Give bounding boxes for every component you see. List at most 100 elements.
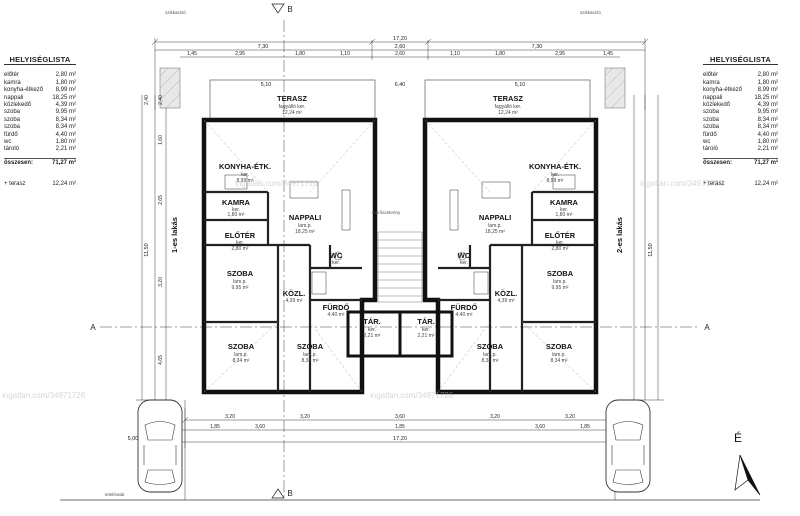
storage-right-name: TÁR. <box>417 317 435 326</box>
dim-unit-width-left: 7,30 <box>258 44 269 50</box>
area-table-title-right: HELYISÉGLISTA <box>703 56 778 66</box>
dim-segments-bottom: 3,20 <box>490 414 500 420</box>
room3-right-area: 8,34 m² <box>482 358 499 364</box>
wc-left-sub: ker. <box>332 260 340 266</box>
area-row-name: előtér <box>4 72 20 79</box>
pantry-right-sub: ker. <box>560 207 568 213</box>
area-row-value: 9,95 m² <box>757 109 778 116</box>
dim-segments-top: 1,80 <box>295 51 305 57</box>
storage-left-name: TÁR. <box>363 317 381 326</box>
area-table-total-value-right: 71,27 m² <box>753 159 778 166</box>
area-table-row: wc 1,80 m² <box>703 139 778 146</box>
dim-segments-top: 1,45 <box>603 51 613 57</box>
dim-overall-width: 17,20 <box>393 36 407 42</box>
room3-right-sub: lam.p. <box>483 352 497 358</box>
section-a-right: A <box>704 323 710 332</box>
area-row-value: 8,34 m² <box>757 116 778 123</box>
area-table-total-right: összesen: 71,27 m² <box>703 157 778 167</box>
area-row-name: szoba <box>4 109 21 116</box>
area-table-total-value: 71,27 m² <box>51 159 76 166</box>
area-row-name: konyha-étkező <box>703 87 743 94</box>
corridor-right-name: KÖZL. <box>495 289 518 298</box>
note-front-line: telekhatár <box>105 492 125 497</box>
wc-right-name: WC <box>458 251 471 260</box>
dim-middle: 2,60 <box>395 44 406 50</box>
dim-left-side: 2,40 <box>158 95 164 105</box>
dim-overall-width-bottom: 17,20 <box>393 436 407 442</box>
area-row-value: 4,40 m² <box>55 131 76 138</box>
north-label: É <box>734 430 742 445</box>
area-row-name: közlekedő <box>4 102 32 109</box>
dim-segments-top: 2,95 <box>555 51 565 57</box>
bath-right-area: 4,40 m² <box>456 312 473 318</box>
area-table-terrace-label-right: + terasz <box>703 181 725 188</box>
dim-segments-bottom: 3,20 <box>300 414 310 420</box>
storage-right-sub: ker. <box>422 327 430 333</box>
hall-left-name: ELŐTÉR <box>225 231 256 240</box>
area-table-total: összesen: 71,27 m² <box>4 157 76 167</box>
dim-segments-bottom: 3,20 <box>565 414 575 420</box>
area-row-name: fürdő <box>703 131 717 138</box>
area-table-terrace-value-right: 12,24 m² <box>754 181 778 188</box>
room2-right-area: 8,34 m² <box>551 358 568 364</box>
area-table-terrace: + terasz 12,24 m² <box>4 181 76 188</box>
room1-right-name: SZOBA <box>547 269 574 278</box>
area-row-value: 1,80 m² <box>55 139 76 146</box>
area-row-name: tároló <box>703 146 719 153</box>
storage-left-sub: ker. <box>368 327 376 333</box>
dim-sub-bottom: 3,60 <box>255 424 265 430</box>
terrace-left-name: TERASZ <box>277 94 307 103</box>
room1-left-sub: lam.p. <box>233 279 247 285</box>
area-table-terrace-label: + terasz <box>4 181 26 188</box>
area-table-total-label: összesen: <box>4 159 34 166</box>
dim-segments-top: 1,10 <box>450 51 460 57</box>
area-row-name: kamra <box>4 79 21 86</box>
wc-right-sub: ker. <box>460 260 468 266</box>
dim-total-depth-right: 11,50 <box>648 243 654 256</box>
dim-segments-top: 1,45 <box>187 51 197 57</box>
area-table-terrace-right: + terasz 12,24 m² <box>703 181 778 188</box>
living-right-sub: lam.p. <box>488 223 502 229</box>
room1-left-name: SZOBA <box>227 269 254 278</box>
dim-segments-bottom: 3,60 <box>395 414 405 420</box>
corridor-left-name: KÖZL. <box>283 289 306 298</box>
area-row-name: szoba <box>4 124 21 131</box>
area-row-value: 1,80 m² <box>757 139 778 146</box>
section-a-left: A <box>90 323 96 332</box>
pantry-left-area: 1,80 m² <box>228 212 245 218</box>
terrace-right-area: 12,24 m² <box>498 110 518 116</box>
kitchen-right-sub: ker. <box>551 172 559 178</box>
area-row-name: nappali <box>4 94 24 101</box>
dim-terrace-depth: 2,40 <box>144 95 150 105</box>
room1-left-area: 9,95 m² <box>232 285 249 291</box>
area-row-name: konyha-étkező <box>4 87 44 94</box>
area-table-terrace-value: 12,24 m² <box>52 181 76 188</box>
area-row-value: 8,34 m² <box>55 116 76 123</box>
dim-parking-depth: 5,00 <box>128 436 139 442</box>
area-row-value: 18,25 m² <box>754 94 778 101</box>
dim-center-gap: 6,40 <box>395 82 406 88</box>
pantry-left-name: KAMRA <box>222 198 250 207</box>
dim-segments-top: 2,95 <box>235 51 245 57</box>
area-row-name: wc <box>703 139 711 146</box>
kitchen-left-area: 8,99 m² <box>237 178 254 184</box>
note-meters: mérőszekrény <box>372 210 401 215</box>
living-right-name: NAPPALI <box>479 213 511 222</box>
hall-left-sub: ker. <box>236 240 244 246</box>
room2-right-name: SZOBA <box>546 342 573 351</box>
area-row-value: 4,39 m² <box>757 102 778 109</box>
area-row-value: 2,21 m² <box>757 146 778 153</box>
area-row-value: 8,99 m² <box>757 87 778 94</box>
area-row-name: tároló <box>4 146 20 153</box>
dim-sub-bottom: 1,85 <box>395 424 405 430</box>
area-row-value: 2,80 m² <box>757 72 778 79</box>
